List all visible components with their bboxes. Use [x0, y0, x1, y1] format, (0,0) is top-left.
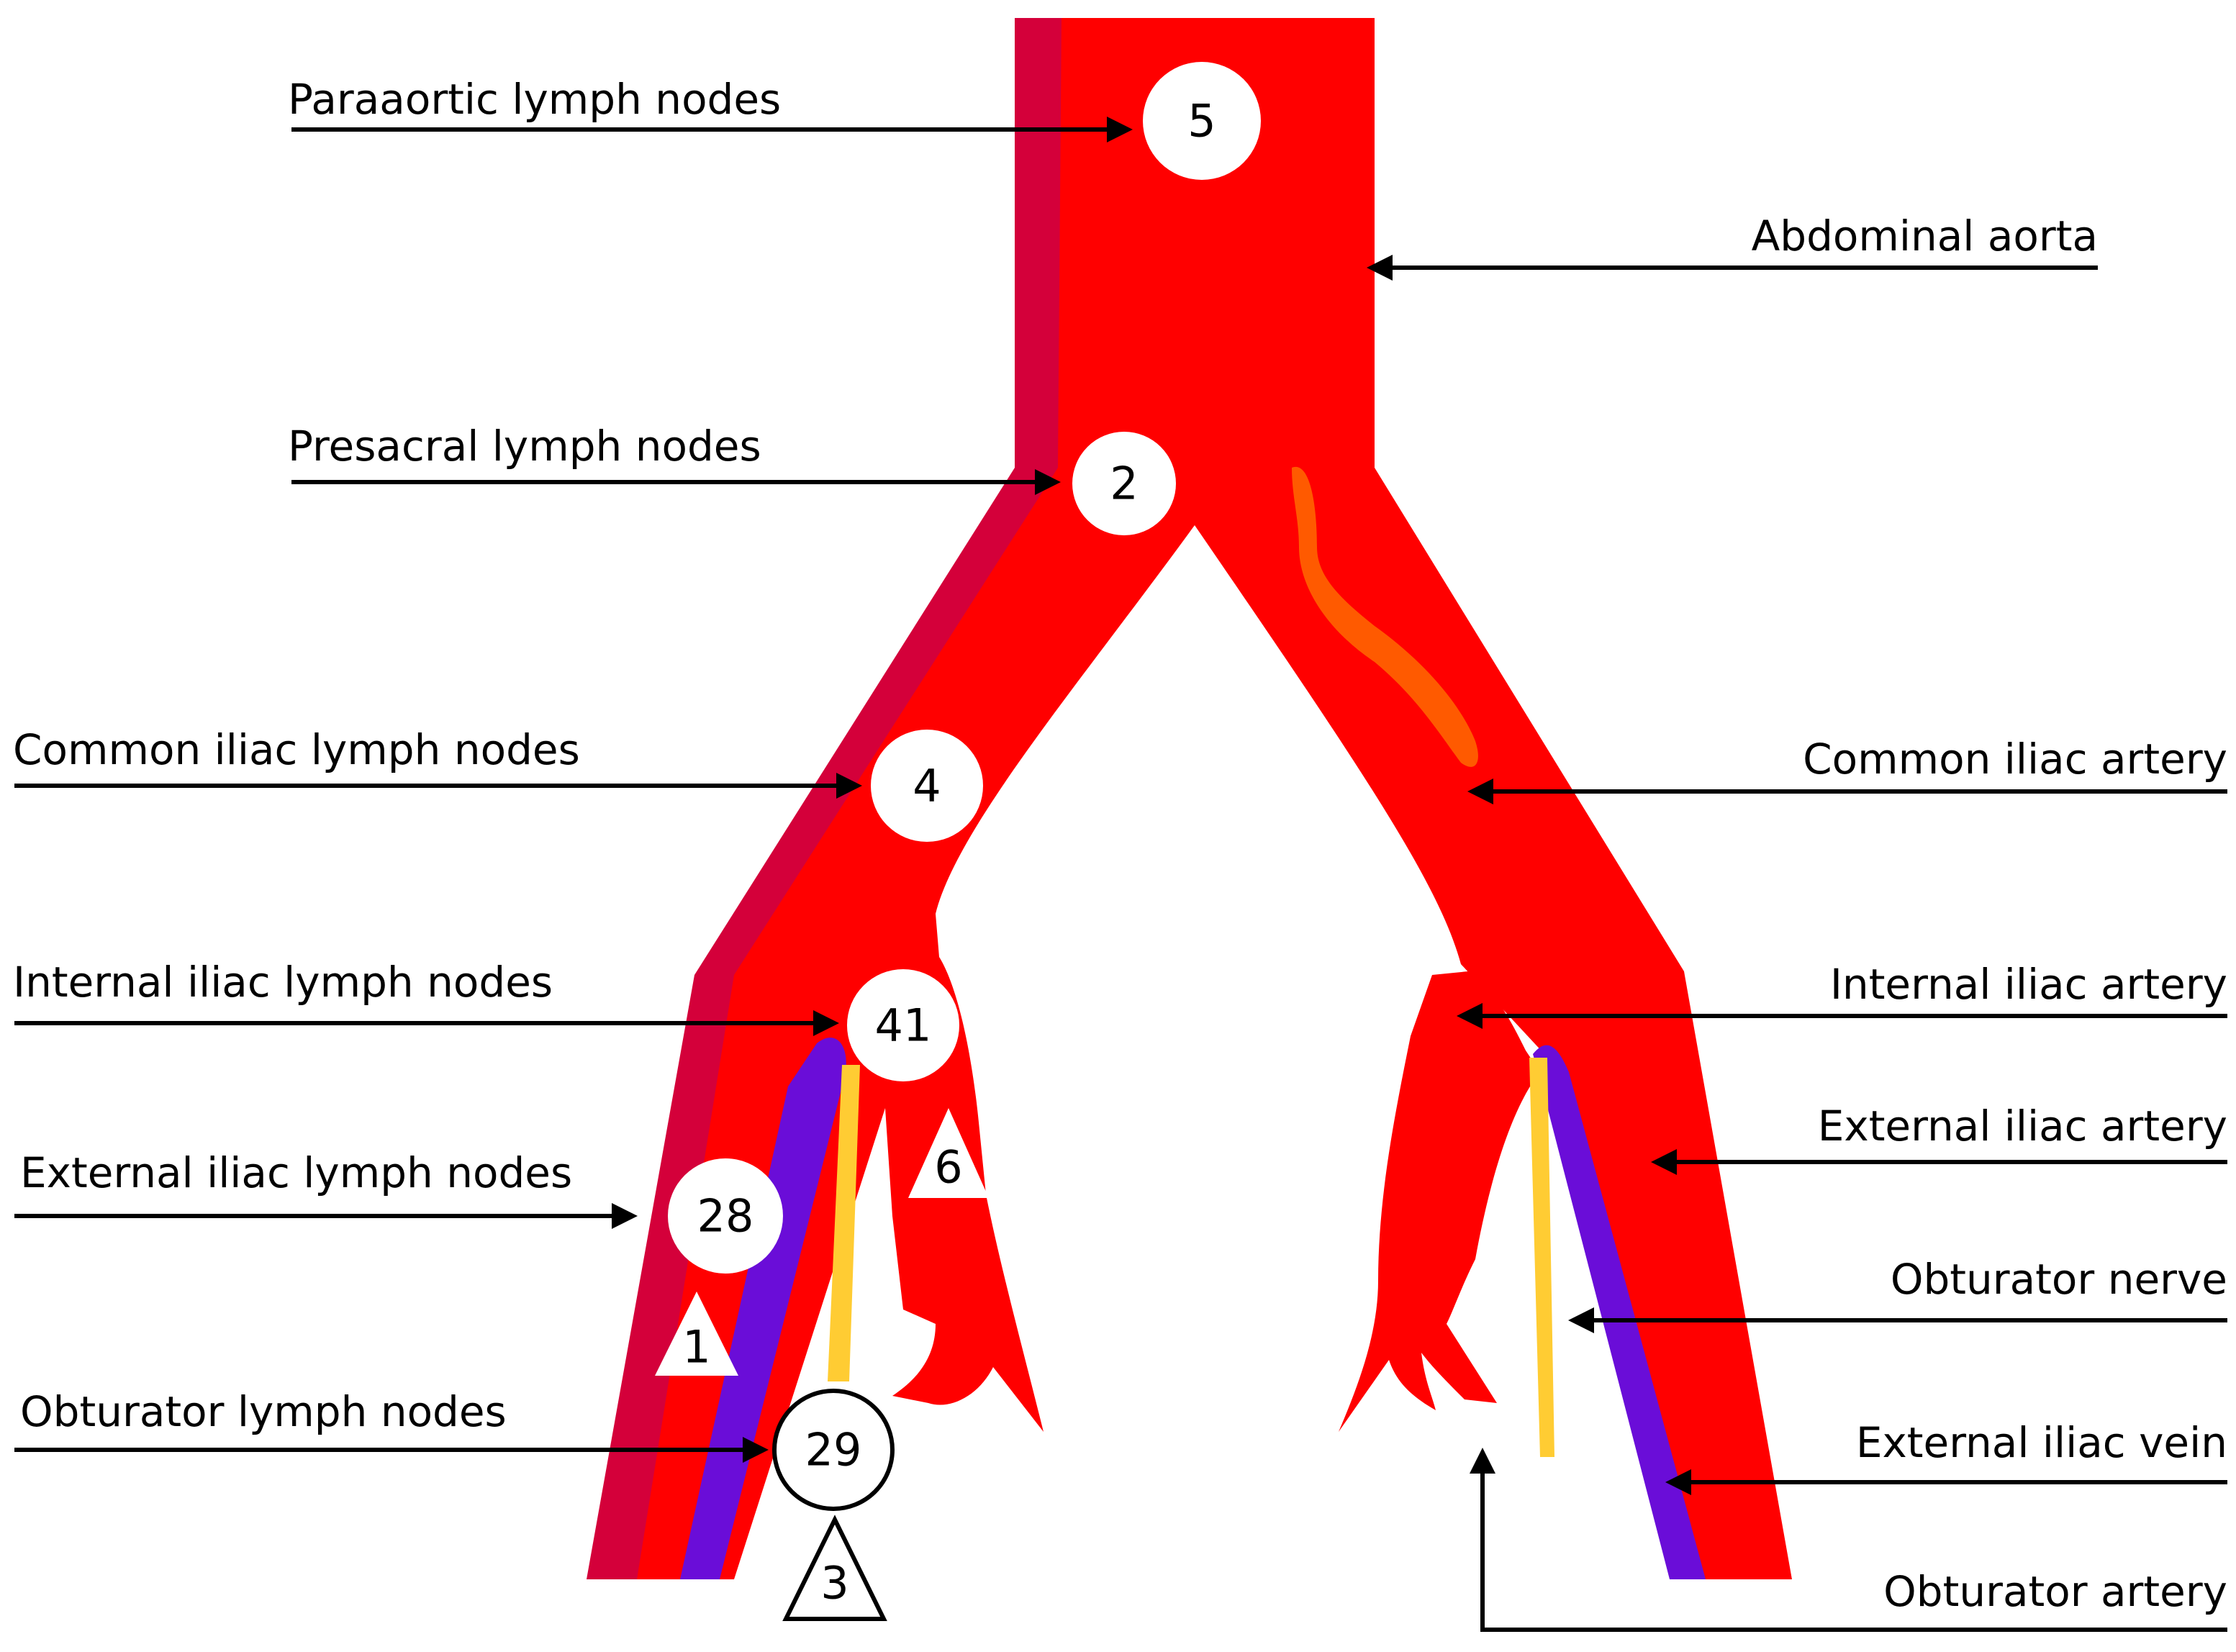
internal-iliac-triangle-marker: 6 [908, 1108, 989, 1198]
left-external-iliac-vein [680, 1038, 846, 1579]
obturator-nerve-label: Obturator nerve [1891, 1255, 2227, 1304]
ureter [1292, 466, 1478, 767]
external-iliac-node-count: 28 [697, 1190, 754, 1243]
common-iliac-node-marker: 4 [871, 730, 983, 842]
left-labels: Paraaortic lymph nodes Presacral lymph n… [13, 75, 1133, 1463]
internal-iliac-triangle-count: 6 [934, 1141, 962, 1194]
presacral-node-marker: 2 [1072, 432, 1176, 535]
external-iliac-triangle-marker: 1 [655, 1292, 738, 1376]
obturator-artery-label: Obturator artery [1883, 1567, 2227, 1616]
external-iliac-vein-label: External iliac vein [1856, 1418, 2227, 1467]
internal-iliac-artery-shape [1339, 971, 1540, 1432]
internal-iliac-node-marker: 41 [847, 969, 959, 1081]
presacral-label: Presacral lymph nodes [288, 422, 761, 471]
right-labels: Abdominal aorta Common iliac artery Inte… [1367, 212, 2227, 1632]
external-iliac-nodes-label: External iliac lymph nodes [20, 1148, 572, 1197]
common-iliac-node-count: 4 [913, 760, 941, 812]
obturator-node-marker: 29 [772, 1389, 895, 1511]
left-obturator-nerve [828, 1065, 860, 1381]
obturator-nodes-label: Obturator lymph nodes [20, 1387, 507, 1436]
abdominal-aorta-label: Abdominal aorta [1752, 212, 2098, 260]
common-iliac-nodes-label: Common iliac lymph nodes [13, 725, 580, 774]
external-iliac-triangle-count: 1 [682, 1321, 710, 1374]
obturator-triangle-marker: 3 [782, 1515, 887, 1621]
obturator-artery-leader [1470, 1448, 2227, 1632]
external-iliac-artery-label: External iliac artery [1818, 1102, 2227, 1150]
node-markers: 5 2 4 41 6 28 1 29 [655, 62, 1261, 1621]
right-obturator-nerve [1529, 1058, 1554, 1457]
paraaortic-label: Paraaortic lymph nodes [288, 75, 781, 124]
internal-iliac-node-count: 41 [875, 999, 932, 1052]
external-iliac-node-marker: 28 [668, 1158, 783, 1274]
presacral-node-count: 2 [1110, 458, 1138, 510]
internal-iliac-nodes-label: Internal iliac lymph nodes [13, 958, 553, 1007]
right-external-iliac-vein [1533, 1045, 1706, 1579]
internal-iliac-artery-label: Internal iliac artery [1830, 960, 2227, 1009]
common-iliac-artery-label: Common iliac artery [1803, 735, 2227, 784]
obturator-triangle-count: 3 [820, 1557, 848, 1610]
vessel-illustration [587, 18, 1792, 1579]
paraaortic-node-marker: 5 [1143, 62, 1261, 180]
obturator-node-count: 29 [805, 1424, 862, 1476]
paraaortic-node-count: 5 [1187, 95, 1216, 148]
